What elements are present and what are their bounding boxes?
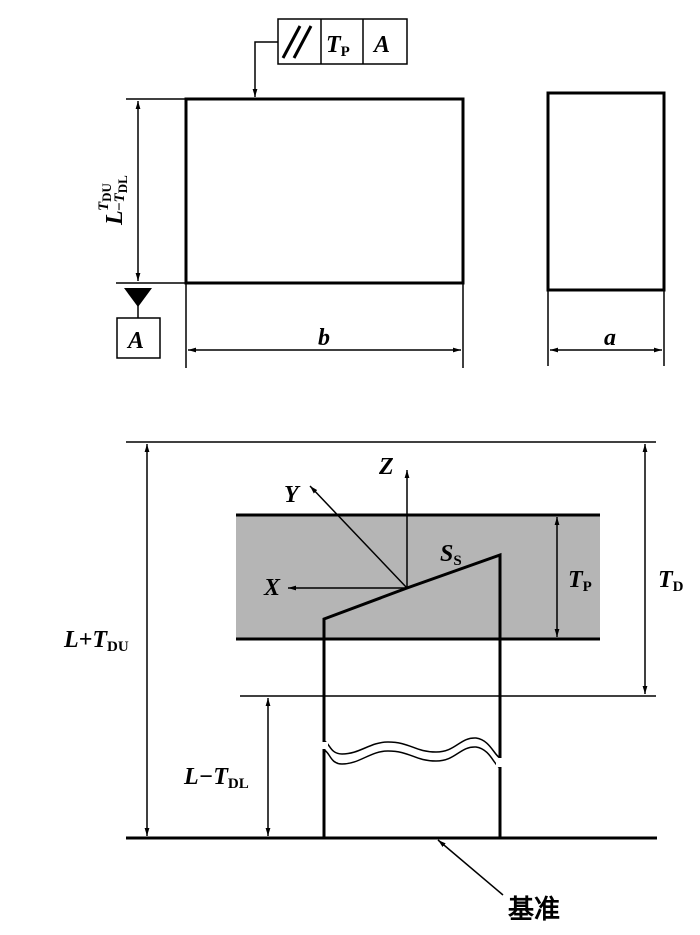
- parallelism-icon: [281, 25, 313, 59]
- y-axis-label: Y: [284, 482, 301, 508]
- side-view-rectangle: [546, 91, 666, 292]
- surface-label: SS: [440, 541, 462, 569]
- svg-text:L: L: [102, 210, 128, 226]
- svg-text:−TDL: −TDL: [112, 175, 130, 211]
- x-axis-label: X: [263, 575, 281, 601]
- lower-limit-label: L−TDL: [183, 764, 249, 792]
- z-axis-label: Z: [378, 454, 394, 480]
- datum-box-label: A: [126, 328, 144, 354]
- datum-leader: [437, 839, 504, 896]
- datum-text: 基准: [508, 895, 560, 925]
- fcf-tolerance: TP: [326, 32, 350, 60]
- svg-text:TDU: TDU: [96, 182, 114, 211]
- total-label: TD: [658, 567, 684, 595]
- fcf-datum: A: [372, 32, 390, 58]
- side-width-label: a: [604, 325, 616, 351]
- y-axis: [309, 485, 408, 589]
- fcf-leader: [252, 41, 278, 97]
- band-label: TP: [568, 567, 592, 595]
- tolerance-band: [236, 515, 600, 639]
- top-view: TP A L TDU −TDL A b a: [96, 18, 666, 368]
- datum-box: [116, 317, 161, 359]
- upper-limit-label: L+TDU: [63, 627, 129, 655]
- height-label: L TDU −TDL: [96, 175, 130, 226]
- feature-control-frame: TP A: [252, 18, 408, 97]
- front-view-rectangle: [184, 97, 465, 285]
- datum-triangle-icon: [124, 288, 152, 318]
- bottom-view: Z Y X SS TP TD L+TDU L−TDL 基准: [63, 441, 684, 925]
- width-label: b: [318, 325, 330, 351]
